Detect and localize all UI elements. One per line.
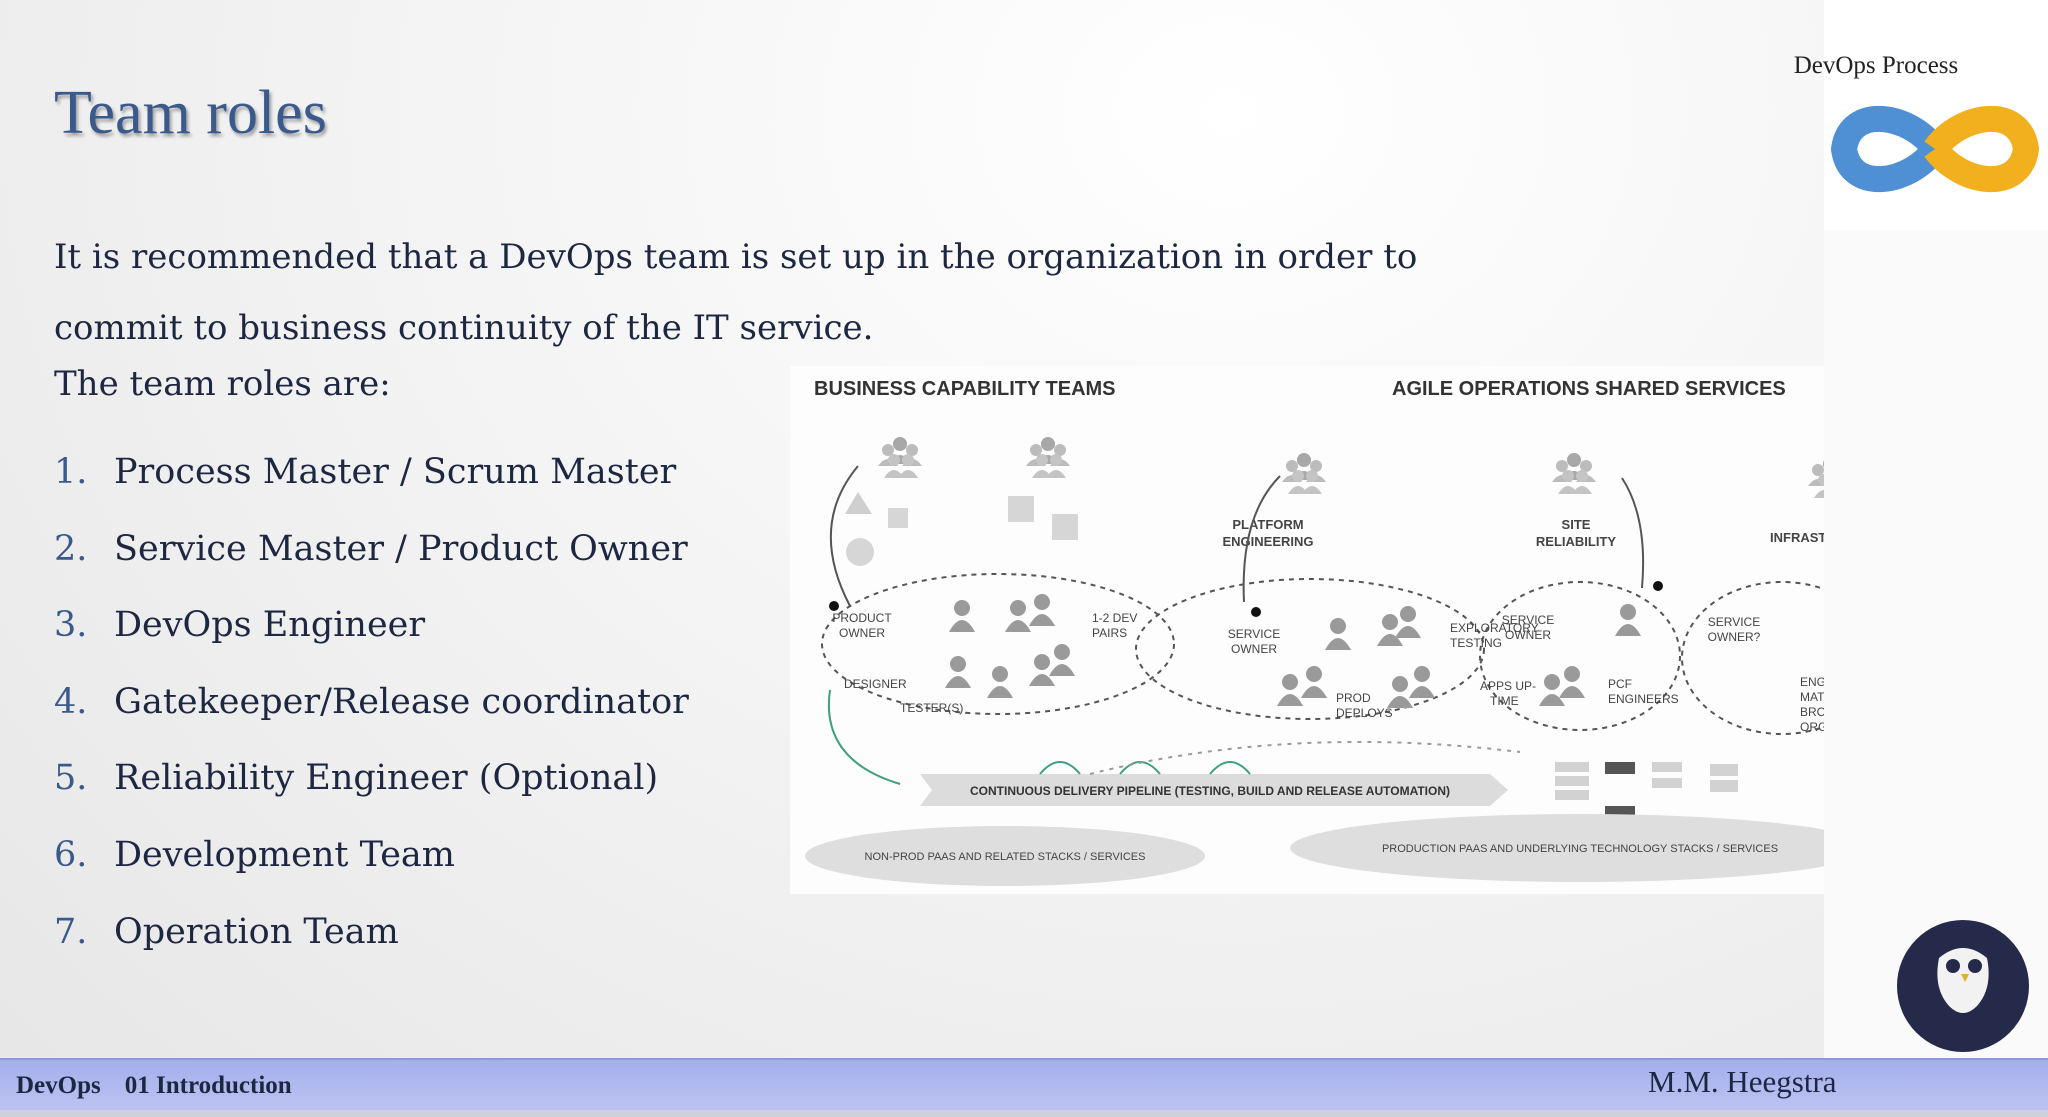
platform-team-ellipse <box>1135 578 1485 720</box>
role-prod-deploys: PROD <box>1336 691 1371 705</box>
diagram-heading-right: AGILE OPERATIONS SHARED SERVICES <box>1392 378 1786 400</box>
platform-team-icon <box>1282 453 1326 494</box>
list-number: 3. <box>54 605 88 646</box>
team-people-icon <box>1026 437 1070 478</box>
list-item: 3. DevOps Engineer <box>54 605 689 682</box>
team-structure-diagram: BUSINESS CAPABILITY TEAMS AGILE OPERATIO… <box>790 366 1933 894</box>
site-team-ellipse <box>1479 581 1681 731</box>
pipeline-arrow <box>920 774 1508 806</box>
role-sr-service-owner: OWNER <box>1505 628 1551 642</box>
nonprod-label: NON-PROD PAAS AND RELATED STACKS / SERVI… <box>865 851 1146 863</box>
right-strip <box>1824 230 2048 1060</box>
prod-cloud <box>1290 814 1870 882</box>
diagram-heading-left: BUSINESS CAPABILITY TEAMS <box>814 378 1116 400</box>
role-dev-pairs: 1-2 DEV <box>1092 611 1137 625</box>
list-number: 1. <box>54 452 88 492</box>
role-exploratory-testing: EXPLORATORY <box>1450 621 1539 635</box>
slide-title: Team roles <box>54 79 327 147</box>
logo-caption: DevOps Process <box>1793 52 1959 79</box>
infinity-loop-icon <box>1830 94 2040 208</box>
list-number: 5. <box>54 758 88 799</box>
platform-label: PLATFORM <box>1232 517 1303 532</box>
intro-paragraph: It is recommended that a DevOps team is … <box>54 237 1418 348</box>
role-pcf-engineers: ENGINEERS <box>1608 692 1679 706</box>
role-apps-uptime: APPS UP- <box>1480 679 1536 693</box>
list-item: 5. Reliability Engineer (Optional) <box>54 758 689 835</box>
team-people-icon <box>878 437 922 478</box>
role-label: Service Master / Product Owner <box>114 528 688 569</box>
list-item: 7. Operation Team <box>54 912 689 989</box>
list-number: 4. <box>54 681 88 722</box>
footer-author: M.M. Heegstra <box>1648 1064 1837 1099</box>
role-label: Operation Team <box>114 911 399 952</box>
nonprod-cloud <box>805 826 1205 886</box>
site-label: RELIABILITY <box>1536 534 1616 549</box>
role-product-owner: OWNER <box>839 626 885 640</box>
role-label: Gatekeeper/Release coordinator <box>114 681 689 722</box>
role-label: Reliability Engineer (Optional) <box>114 758 659 799</box>
list-number: 2. <box>54 528 88 569</box>
list-number: 7. <box>54 911 88 952</box>
owl-logo-icon <box>1895 918 2031 1058</box>
footer-bottom-strip <box>0 1110 2048 1117</box>
role-engs-matrix: ORG <box>1800 720 1827 734</box>
role-infra-service-owner: OWNER? <box>1708 630 1761 644</box>
role-service-owner: OWNER <box>1231 642 1277 656</box>
role-dev-pairs: PAIRS <box>1092 626 1127 640</box>
site-reliability-team-icon <box>1552 453 1596 494</box>
site-label: SITE <box>1562 517 1591 532</box>
role-exploratory-testing: TESTING <box>1450 636 1502 650</box>
role-infra-service-owner: SERVICE <box>1708 615 1760 629</box>
list-number: 6. <box>54 834 88 875</box>
role-label: DevOps Engineer <box>114 605 426 646</box>
role-label: Process Master / Scrum Master <box>114 452 677 492</box>
prod-label: PRODUCTION PAAS AND UNDERLYING TECHNOLOG… <box>1382 843 1778 855</box>
role-testers: TESTER(S) <box>900 701 963 715</box>
role-service-owner: SERVICE <box>1228 627 1280 641</box>
role-pcf-engineers: PCF <box>1608 677 1632 691</box>
roles-heading: The team roles are: <box>54 364 391 404</box>
role-sr-service-owner: SERVICE <box>1502 613 1554 627</box>
list-item: 2. Service Master / Product Owner <box>54 529 689 606</box>
pipeline-label: CONTINUOUS DELIVERY PIPELINE (TESTING, B… <box>970 784 1450 798</box>
role-designer: DESIGNER <box>844 677 907 691</box>
footer-module: 01 Introduction <box>124 1072 292 1099</box>
footer-left: DevOps 01 Introduction <box>16 1072 316 1100</box>
platform-label: ENGINEERING <box>1222 534 1313 549</box>
footer-course: DevOps <box>16 1072 101 1099</box>
list-item: 4. Gatekeeper/Release coordinator <box>54 682 689 759</box>
role-apps-uptime: TIME <box>1490 694 1519 708</box>
role-label: Development Team <box>114 834 455 875</box>
footer-bar: DevOps 01 Introduction M.M. Heegstra <box>0 1058 2048 1113</box>
role-prod-deploys: DEPLOYS <box>1336 706 1393 720</box>
list-item: 1. Process Master / Scrum Master <box>54 452 689 529</box>
roles-list: 1. Process Master / Scrum Master 2. Servic… <box>54 452 689 988</box>
list-item: 6. Development Team <box>54 835 689 912</box>
role-product-owner: PRODUCT <box>832 611 892 625</box>
business-team-ellipse <box>821 573 1175 715</box>
